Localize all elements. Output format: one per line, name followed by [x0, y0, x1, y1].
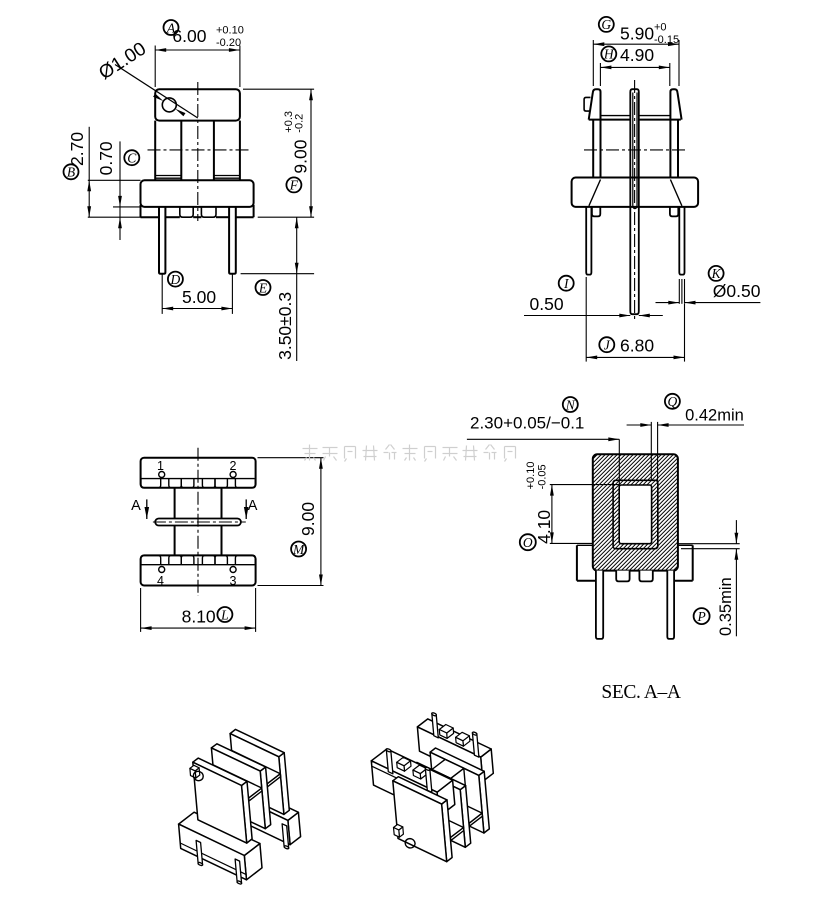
svg-text:2.30+0.05/−0.1: 2.30+0.05/−0.1: [470, 414, 584, 433]
svg-text:6.80: 6.80: [620, 336, 654, 356]
svg-text:2: 2: [230, 459, 237, 473]
svg-text:0.50: 0.50: [530, 294, 564, 314]
svg-text:2.70: 2.70: [67, 132, 87, 166]
svg-text:Ø0.50: Ø0.50: [713, 281, 761, 301]
svg-text:3.50±0.3: 3.50±0.3: [275, 292, 295, 360]
svg-text:1: 1: [157, 459, 164, 473]
svg-text:+0.3: +0.3: [283, 111, 295, 133]
svg-text:K: K: [711, 266, 722, 281]
svg-text:-0.20: -0.20: [216, 37, 241, 49]
svg-text:I: I: [563, 276, 570, 291]
svg-text:9.00: 9.00: [291, 139, 311, 173]
svg-text:F: F: [289, 178, 299, 193]
svg-text:P: P: [696, 609, 705, 624]
svg-text:9.00: 9.00: [298, 502, 318, 536]
svg-text:4: 4: [157, 574, 164, 588]
svg-text:E: E: [258, 280, 268, 295]
svg-text:N: N: [565, 397, 576, 412]
svg-text:C: C: [127, 151, 137, 166]
svg-text:L: L: [220, 607, 229, 622]
svg-text:B: B: [67, 165, 75, 180]
svg-text:G: G: [601, 17, 611, 32]
svg-text:-0.15: -0.15: [654, 34, 679, 46]
svg-text:-0.2: -0.2: [294, 114, 306, 133]
svg-text:+0: +0: [654, 22, 667, 34]
svg-text:5.00: 5.00: [182, 287, 216, 307]
svg-text:D: D: [170, 272, 181, 287]
svg-text:0.42min: 0.42min: [685, 407, 744, 425]
svg-text:4.90: 4.90: [620, 45, 654, 65]
svg-text:A: A: [166, 20, 176, 35]
svg-text:Q: Q: [668, 394, 678, 409]
svg-text:A: A: [131, 498, 141, 514]
svg-text:6.00: 6.00: [172, 26, 206, 46]
svg-text:4.10: 4.10: [534, 510, 554, 544]
svg-text:0.70: 0.70: [96, 141, 116, 175]
svg-text:H: H: [603, 47, 615, 62]
svg-text:M: M: [292, 542, 305, 557]
svg-text:3: 3: [230, 574, 237, 588]
svg-text:8.10: 8.10: [182, 606, 216, 626]
svg-text:0.35min: 0.35min: [717, 577, 735, 636]
svg-text:+0.10: +0.10: [216, 25, 244, 37]
svg-text:5.90: 5.90: [620, 24, 654, 44]
svg-text:O: O: [523, 535, 533, 550]
svg-text:J: J: [604, 338, 611, 353]
svg-text:A: A: [248, 498, 258, 514]
svg-text:+0.10: +0.10: [525, 462, 537, 490]
svg-text:SEC. A–A: SEC. A–A: [601, 682, 680, 703]
svg-text:-0.05: -0.05: [537, 464, 549, 489]
